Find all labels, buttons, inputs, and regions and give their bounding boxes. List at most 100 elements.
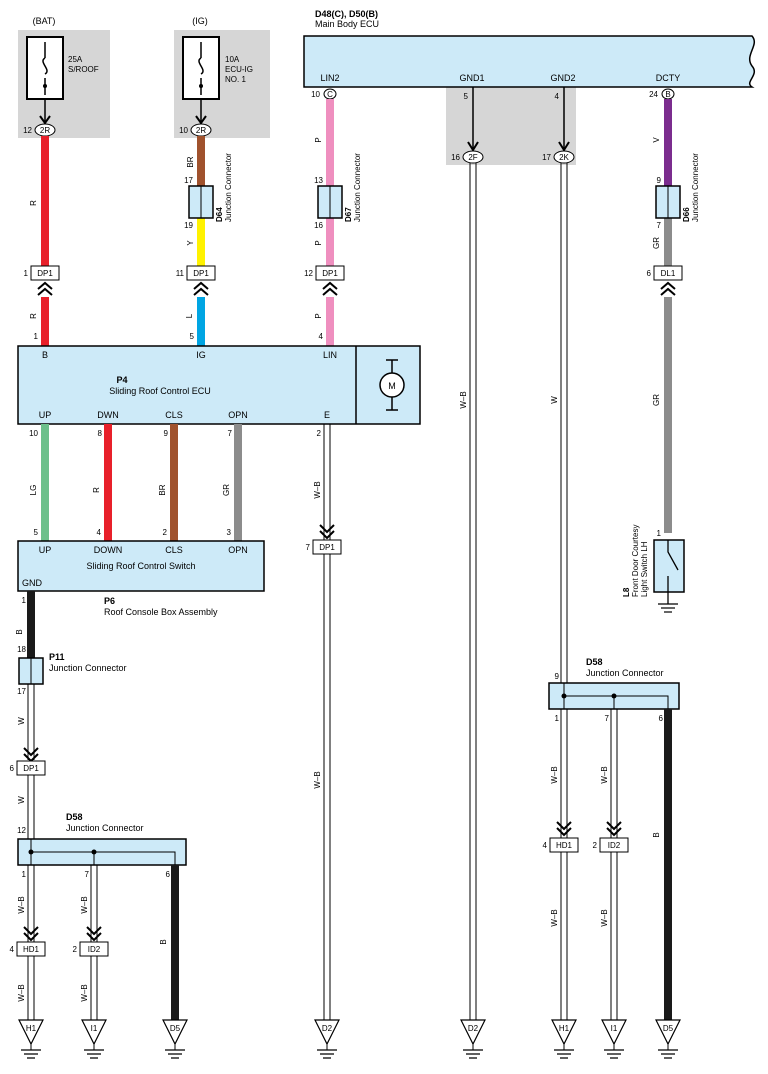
wire-gnd1-wb (469, 163, 477, 1020)
connector-dl1 (653, 265, 683, 281)
connector-hd1-left (16, 941, 46, 957)
junction-2r-bat-label: 2R (40, 126, 50, 135)
main-body-ecu (303, 35, 755, 88)
p6-name: Roof Console Box Assembly (104, 607, 218, 617)
dp1-bat-pin: 1 (24, 269, 29, 278)
wire-label-wb-l2: W–B (80, 896, 89, 913)
sw-pin-gnd: GND (22, 578, 43, 588)
ig-fuse-name1: ECU-IG (225, 65, 253, 74)
d58-right-code: D58 (586, 657, 603, 667)
wire-label-p3: P (314, 313, 323, 318)
connector-id2-left (79, 941, 109, 957)
d66-out-pin: 7 (657, 221, 662, 230)
p6-code: P6 (104, 596, 115, 606)
junction-num-bat: 12 (23, 126, 32, 135)
hd1-left-label: HD1 (23, 945, 40, 954)
p4-num-b: 1 (34, 332, 39, 341)
wire-label-wb-l1: W–B (17, 896, 26, 913)
d64-label: Junction Connector (224, 153, 233, 222)
dp1-e-pin: 7 (306, 543, 311, 552)
wire-label-w2: W (17, 796, 26, 804)
wire-wb-h1-right (560, 709, 568, 1020)
junction-2f (462, 150, 484, 164)
hd1-right-label: HD1 (556, 841, 573, 850)
junction-2f-label: 2F (468, 153, 477, 162)
wire-gnd-b (27, 591, 35, 658)
ecu-pin-gnd2: GND2 (550, 73, 575, 83)
d58-in-pin: 12 (17, 826, 26, 835)
junction-num-ig: 10 (179, 126, 188, 135)
ground-i1-left: I1 (81, 1019, 107, 1059)
d58-left-code: D58 (66, 812, 83, 822)
id2-left-pin: 2 (73, 945, 78, 954)
dp1-ig-label: DP1 (193, 269, 209, 278)
p11-out-pin: 17 (17, 687, 26, 696)
ecu-pin-lin2: LIN2 (320, 73, 339, 83)
id2-left-label: ID2 (88, 945, 101, 954)
wire-dcty-gray-1 (664, 218, 672, 266)
sliding-roof-control-switch (17, 540, 265, 592)
ground-h1-left-label: H1 (26, 1024, 37, 1033)
wire-opn-gr (234, 424, 242, 541)
p4-num-ig: 5 (190, 332, 195, 341)
wire-label-l: L (185, 313, 194, 318)
ground-i1-right-label: I1 (611, 1024, 618, 1033)
wire-label-wb-e1: W–B (313, 481, 322, 498)
junction-2r-ig-label: 2R (196, 126, 206, 135)
ground-d2-e: D2 (314, 1019, 340, 1059)
p4-name: Sliding Roof Control ECU (109, 386, 211, 396)
ecu-num-gnd1: 5 (464, 92, 469, 101)
wire-cls-br (170, 424, 178, 541)
wire-label-gr2: GR (652, 394, 661, 406)
wire-dcty-gray-2 (664, 297, 672, 533)
wire-label-gr3: GR (222, 484, 231, 496)
fuse-icon (42, 57, 48, 75)
ground-d2-gnd1-label: D2 (468, 1024, 479, 1033)
sliding-roof-control-ecu (17, 345, 421, 425)
junction-2k (553, 150, 575, 164)
wire-ig-blue (197, 297, 205, 346)
connector-dp1-e (312, 539, 342, 555)
wire-bat-red-2 (41, 297, 49, 346)
motor-icon (379, 372, 405, 398)
wire-label-w1: W (17, 717, 26, 725)
p4-num-cls: 9 (164, 429, 169, 438)
wire-label-gr1: GR (652, 237, 661, 249)
p4-num-dwn: 8 (98, 429, 103, 438)
fuse-icon (198, 57, 204, 75)
ground-h1-right: H1 (551, 1019, 577, 1059)
connector-id2-right (599, 837, 629, 853)
ground-d2-gnd1: D2 (460, 1019, 486, 1059)
ecu-num-dcty: 24 (649, 90, 658, 99)
d64-code: D64 (215, 207, 224, 222)
ecu-pin-gnd1: GND1 (459, 73, 484, 83)
switch-name: Sliding Roof Control Switch (86, 561, 195, 571)
p11-in-pin: 18 (17, 645, 26, 654)
p4-pin-opn: OPN (228, 410, 248, 420)
p4-num-opn: 7 (228, 429, 233, 438)
wire-label-wb-l3: W–B (17, 984, 26, 1001)
wire-label-p1: P (314, 137, 323, 142)
wire-label-br: BR (186, 156, 195, 167)
p4-pin-ig: IG (196, 350, 206, 360)
p11-label: Junction Connector (49, 663, 127, 673)
wire-b-d5-left (171, 865, 179, 1020)
main-ecu-codes: D48(C), D50(B) (315, 9, 378, 19)
p4-pin-e: E (324, 410, 330, 420)
wire-ig-brown (197, 136, 205, 186)
d58-right-label: Junction Connector (586, 668, 664, 678)
ground-d5-left: D5 (162, 1019, 188, 1059)
wire-label-r3: R (92, 487, 101, 493)
ig-fuse-name2: NO. 1 (225, 75, 246, 84)
d66-in-pin: 9 (657, 176, 662, 185)
sw-pin-cls: CLS (165, 545, 183, 555)
wire-label-wb-gnd1: W–B (459, 391, 468, 408)
wire-label-wb-r4: W–B (600, 909, 609, 926)
sw-num-up: 5 (34, 528, 39, 537)
wire-b-d5-right (664, 709, 672, 1020)
wire-label-wb-r1: W–B (550, 766, 559, 783)
junction-2k-label: 2K (559, 153, 569, 162)
ig-source-label: (IG) (192, 16, 208, 26)
p4-pin-lin: LIN (323, 350, 337, 360)
sw-pin-opn: OPN (228, 545, 248, 555)
